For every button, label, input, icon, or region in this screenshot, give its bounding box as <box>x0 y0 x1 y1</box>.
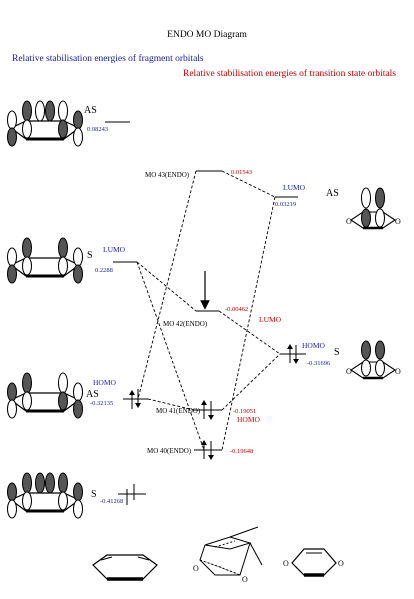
energy-value-s-lumo: 0.2288 <box>95 267 113 274</box>
dioxene-structure: O O <box>283 548 344 577</box>
ts-orbital-mo41: MO 41(ENDO) -0.19051 HOMO <box>156 400 261 424</box>
symmetry-label-s-bottom: S <box>91 489 97 500</box>
corr-as-homo-mo41 <box>147 398 195 411</box>
energy-value-as-homo: -0.32135 <box>90 400 113 407</box>
symmetry-label-as-top: AS <box>84 105 97 116</box>
ts-energy-value-mo40: -0.19648 <box>230 448 253 455</box>
ts-orbital-name-mo41: MO 41(ENDO) <box>156 407 201 415</box>
ts-orbital-name-mo40: MO 40(ENDO) <box>147 447 192 455</box>
energy-value-as-top: 0.08243 <box>87 126 108 133</box>
right-orbital-s-homo: HOMO -0.31696 S O O <box>280 340 401 380</box>
left-orbital-as-homo: HOMO AS -0.32135 <box>7 372 148 419</box>
symmetry-label-s-lumo: S <box>87 250 93 261</box>
dioxene-oxygen-left: O <box>283 559 289 568</box>
right-orbital-as-lumo: LUMO 0.03219 AS O O <box>275 183 401 230</box>
ts-oxygen-left: O <box>193 564 199 573</box>
ts-energy-value-mo42: -0.00462 <box>225 306 248 313</box>
dioxene-orbital-picture-as: O O <box>346 187 401 230</box>
ts-energy-value-mo43: 0.01543 <box>231 169 252 176</box>
oxygen-label-s-left: O <box>346 367 352 376</box>
ts-orbital-name-mo43: MO 43(ENDO) <box>145 171 190 179</box>
symmetry-label-as-homo: AS <box>86 389 99 400</box>
ts-orbital-mo40: MO 40(ENDO) -0.19648 <box>147 440 253 460</box>
oxygen-label-as-left: O <box>346 217 352 226</box>
dioxene-oxygen-right: O <box>338 559 344 568</box>
corr-as-lumo-mo40 <box>221 196 276 451</box>
corr-mo41-s-homo <box>221 353 281 411</box>
oxygen-label-s-right: O <box>395 367 401 376</box>
ts-legend: Relative stabilisation energies of trans… <box>183 68 396 79</box>
correlation-lines <box>136 170 281 451</box>
dioxene-orbital-picture-s: O O <box>346 340 401 380</box>
cyclohexadiene-structure <box>92 554 158 581</box>
ring-orbital-picture-as-top <box>7 100 83 147</box>
energy-value-s-homo-right: -0.31696 <box>307 360 331 367</box>
corr-mo43-as-homo <box>137 170 197 400</box>
ts-orbital-mo42: -0.00462 LUMO MO 42(ENDO) <box>163 271 282 328</box>
ring-orbital-picture-as-homo <box>7 372 83 419</box>
lumo-label-right: LUMO <box>283 183 306 192</box>
oxygen-label-as-right: O <box>395 217 401 226</box>
ts-lumo-label: LUMO <box>259 315 282 324</box>
diagram-title: ENDO MO Diagram <box>167 30 247 40</box>
ts-orbital-name-mo42: MO 42(ENDO) <box>163 320 208 328</box>
corr-s-lumo-mo42 <box>136 261 197 312</box>
homo-label-right: HOMO <box>302 341 326 350</box>
ts-orbital-mo43: MO 43(ENDO) 0.01543 <box>145 169 252 179</box>
corr-s-lumo-mo40 <box>136 261 205 451</box>
energy-value-s-bottom: -0.41268 <box>100 498 123 505</box>
ring-orbital-picture-s-lumo <box>7 237 83 284</box>
homo-label-left: HOMO <box>93 378 117 387</box>
transition-state-structure: O O <box>193 526 263 584</box>
left-orbital-as-top: AS 0.08243 <box>7 100 130 147</box>
ts-oxygen-right: O <box>242 575 248 584</box>
left-orbital-s-bottom: S -0.41268 <box>7 472 146 519</box>
fragment-legend: Relative stabilisation energies of fragm… <box>12 53 204 64</box>
ts-homo-label: HOMO <box>237 415 261 424</box>
symmetry-label-as-lumo-right: AS <box>326 188 339 199</box>
left-orbital-s-lumo: S LUMO 0.2288 <box>7 237 137 284</box>
ring-orbital-picture-s-bottom <box>7 472 83 519</box>
corr-mo42-s-homo <box>218 310 281 355</box>
ts-energy-value-mo41: -0.19051 <box>233 408 256 415</box>
lumo-label-left: LUMO <box>103 245 126 254</box>
energy-value-as-lumo-right: 0.03219 <box>275 201 296 208</box>
symmetry-label-s-homo-right: S <box>334 347 340 358</box>
